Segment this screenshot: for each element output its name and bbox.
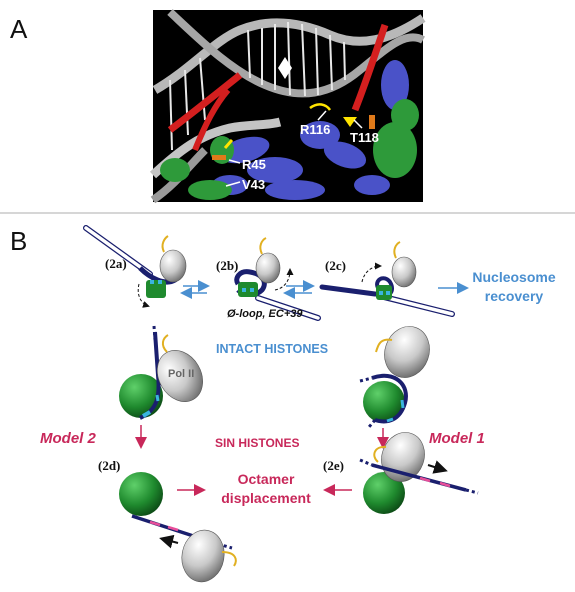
dna-pink-marks: [149, 520, 179, 532]
dna-contact-cyan: [379, 291, 383, 295]
panel-a-letter: A: [10, 14, 28, 44]
dna-red-segment: [167, 72, 243, 133]
dyad-diamond: [278, 57, 292, 79]
rna-transcript: [161, 235, 169, 253]
dna-contact-cyan: [386, 417, 394, 423]
dna-wrapped: [371, 373, 408, 424]
histone-core: [146, 280, 166, 298]
histone-helices-green: [160, 99, 419, 200]
dna-contact-cyan: [158, 280, 162, 284]
intact-histones-label: INTACT HISTONES: [216, 342, 328, 356]
sin-histones-label: SIN HISTONES: [215, 436, 299, 450]
dna-free: [84, 226, 152, 276]
dna-red-segment: [192, 88, 231, 152]
state-label-2b: (2b): [216, 258, 238, 273]
dna-pink-marks: [419, 476, 451, 488]
residue-marker-orange: [369, 115, 375, 129]
residue-label-r116: R116: [300, 122, 330, 137]
histone-octamer: [363, 381, 405, 423]
dna-contact-cyan: [142, 410, 151, 418]
histone-octamer: [119, 472, 163, 516]
state-2c: (2c): [319, 241, 455, 317]
panel-b-letter: B: [10, 226, 27, 256]
label-arrow: [317, 110, 327, 121]
dna-backbone: [149, 117, 282, 179]
state-label-2a: (2a): [105, 256, 127, 271]
dna-backbone: [167, 9, 425, 98]
dna-end-dash: [152, 325, 157, 341]
dna-end-dash: [465, 488, 479, 495]
state-label-2c: (2c): [325, 258, 346, 273]
dna-end-dash: [359, 458, 373, 467]
residue-label-t118: T118: [350, 130, 379, 145]
dna-free: [256, 296, 320, 320]
dna-contact-cyan: [400, 399, 405, 409]
model-2-label: Model 2: [40, 430, 96, 447]
rna-transcript: [375, 338, 393, 353]
rna-transcript: [161, 334, 169, 353]
state-label-2e: (2e): [323, 458, 344, 473]
dna-displaced: [371, 463, 467, 492]
residue-marker-orange: [212, 155, 226, 160]
motion-arrow: [137, 283, 150, 308]
state-2b: (2b) Ø-loop, EC+39: [216, 237, 321, 321]
state-2a: (2a): [83, 225, 187, 308]
pol-ii-label: Pol II: [168, 368, 194, 380]
histone-octamer: [363, 472, 405, 514]
pol-ii: [255, 252, 281, 284]
pol-ii: [384, 326, 430, 378]
histone-core: [376, 285, 392, 300]
nucleosome-recovery-label: recovery: [485, 288, 544, 304]
residue-marker-yellow: [309, 103, 332, 111]
pol-ii: [391, 256, 417, 288]
octamer-displacement-label: displacement: [221, 490, 311, 506]
residue-label-v43: V43: [242, 177, 265, 192]
residue-marker-yellow: [343, 117, 357, 127]
residue-label-r45: R45: [242, 157, 266, 172]
pol-ii: [159, 249, 187, 283]
histone-core: [238, 282, 258, 297]
residue-marker-yellow: [223, 139, 234, 149]
base-pairs: [169, 21, 346, 151]
loop-note: Ø-loop, EC+39: [227, 308, 303, 320]
nucleosome-recovery-label: Nucleosome: [472, 269, 555, 285]
model-2-nucleosome: Pol II: [119, 325, 203, 420]
rna-transcript: [373, 445, 387, 463]
motion-arrow: [274, 268, 294, 291]
dna-contact-cyan: [150, 280, 154, 284]
dna-wrapped: [319, 284, 378, 297]
rna-transcript: [221, 551, 237, 567]
motion-arrow: [427, 460, 448, 474]
dna-free: [378, 294, 454, 316]
state-2d: (2d): [98, 458, 237, 583]
dna-end-dash: [367, 419, 377, 428]
motion-arrow: [361, 262, 382, 283]
dna-red-segment: [351, 23, 389, 112]
dna-contact-cyan: [155, 394, 160, 402]
dna-contact-cyan: [242, 288, 246, 292]
model-1-label: Model 1: [429, 430, 485, 447]
dna-end-dash: [359, 376, 373, 383]
label-arrow: [353, 119, 363, 129]
pol-ii: [157, 350, 203, 402]
dna-contact-cyan: [250, 288, 254, 292]
label-arrow: [228, 159, 241, 164]
dna-contact-cyan: [386, 291, 390, 295]
rna-transcript: [393, 241, 401, 259]
label-arrow: [225, 181, 241, 187]
state-label-2d: (2d): [98, 458, 120, 473]
model-1-nucleosome: [359, 326, 430, 428]
histone-helices-blue: [212, 60, 409, 200]
structure-image: R116 T118 R45 V43: [149, 9, 426, 204]
octamer-displacement-label: Octamer: [238, 471, 295, 487]
rna-transcript: [259, 237, 267, 255]
state-2e: (2e): [323, 432, 479, 514]
motion-arrow: [159, 534, 179, 549]
pol-ii: [181, 529, 225, 583]
